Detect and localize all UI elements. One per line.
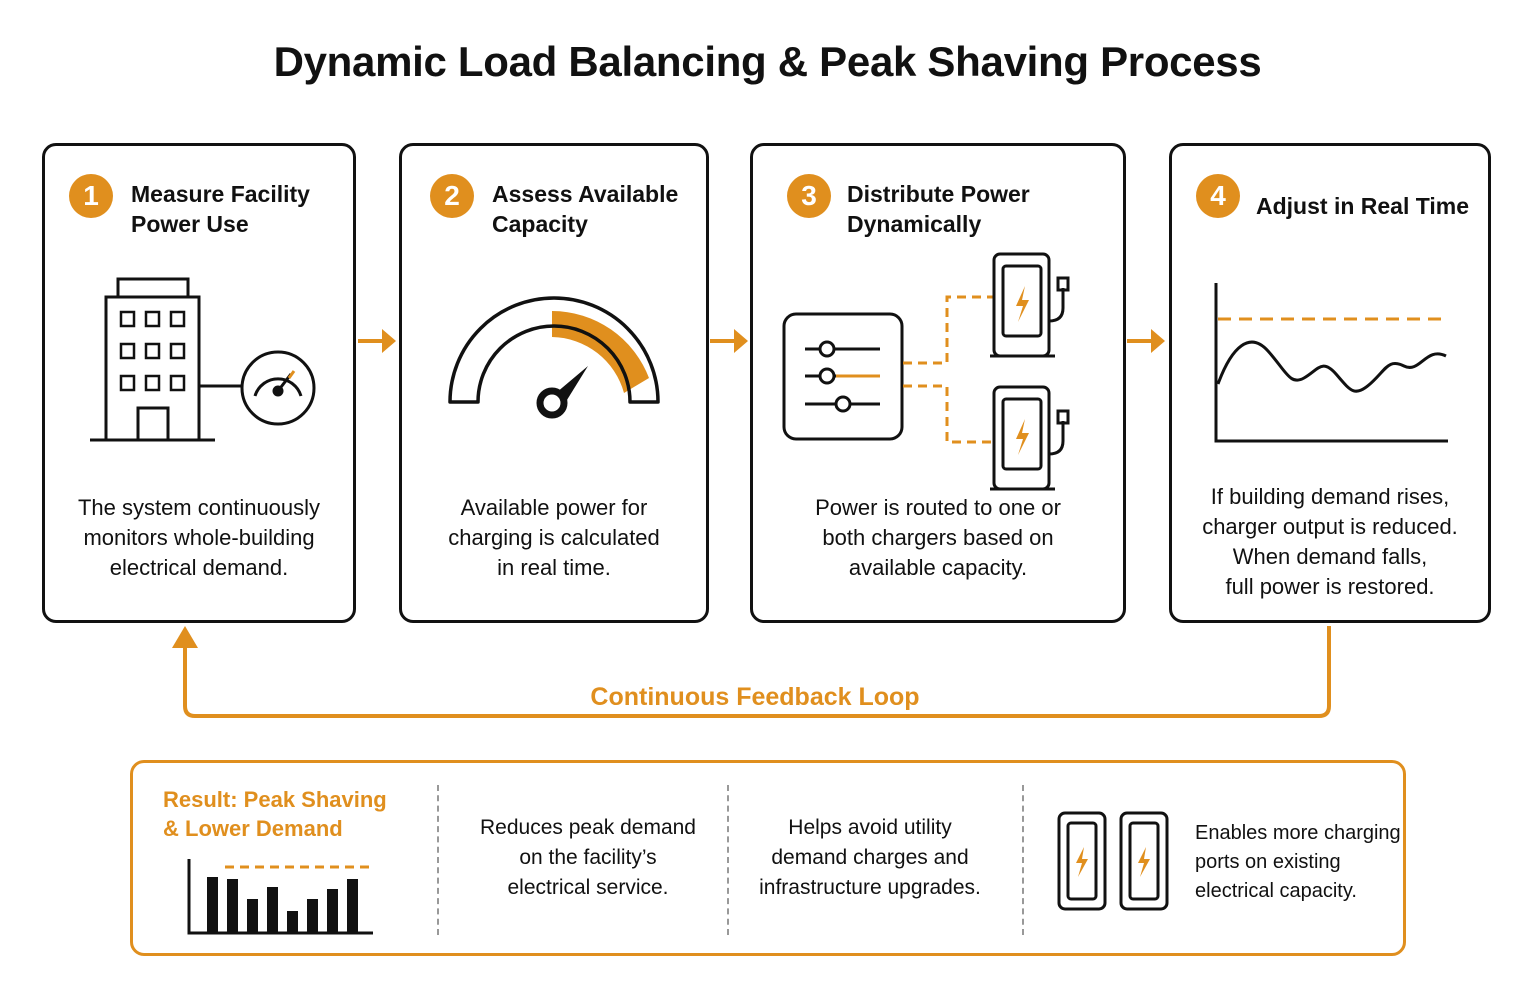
feedback-loop-arrow bbox=[172, 626, 1331, 718]
step-card-1: 1 Measure Facility Power Use The system … bbox=[42, 143, 356, 623]
step-number-badge: 4 bbox=[1196, 174, 1240, 218]
benefit-text: Reduces peak demand on the facility’s el… bbox=[480, 816, 696, 899]
demand-graph-icon bbox=[1214, 283, 1448, 443]
step-description: If building demand rises, charger output… bbox=[1202, 484, 1458, 599]
step-title: Distribute Power Dynamically bbox=[847, 181, 1030, 237]
building-meter-icon bbox=[90, 277, 316, 442]
benefit-text: Enables more charging ports on existing … bbox=[1195, 822, 1401, 902]
step-description: Available power for charging is calculat… bbox=[448, 495, 660, 580]
step-description: The system continuously monitors whole-b… bbox=[77, 495, 321, 580]
step-title: Assess Available Capacity bbox=[492, 181, 679, 237]
page-title: Dynamic Load Balancing & Peak Shaving Pr… bbox=[273, 38, 1262, 85]
benefit-text: Helps avoid utility demand charges and i… bbox=[759, 816, 981, 899]
step-title: Measure Facility Power Use bbox=[131, 181, 310, 237]
arrow-right-icon bbox=[710, 329, 748, 353]
step-number-badge: 3 bbox=[787, 174, 831, 218]
gauge-icon bbox=[448, 296, 660, 419]
divider bbox=[727, 785, 729, 935]
step-number-badge: 1 bbox=[69, 174, 113, 218]
step-number-badge: 2 bbox=[430, 174, 474, 218]
controller-chargers-icon bbox=[782, 252, 1070, 491]
step-card-4: 4 Adjust in Real Time If building demand… bbox=[1169, 143, 1491, 623]
result-title: Result: Peak Shaving & Lower Demand bbox=[163, 787, 387, 841]
arrow-right-icon bbox=[1127, 329, 1165, 353]
arrow-right-icon bbox=[358, 329, 396, 353]
divider bbox=[437, 785, 439, 935]
step-title: Adjust in Real Time bbox=[1256, 193, 1470, 219]
bar-chart-icon bbox=[187, 859, 373, 935]
chargers-icon bbox=[1057, 811, 1169, 911]
step-description: Power is routed to one or both chargers … bbox=[815, 495, 1061, 580]
result-panel: Result: Peak Shaving & Lower Demand Redu… bbox=[130, 760, 1406, 956]
step-card-3: 3 Distribute Power Dynamically bbox=[750, 143, 1126, 623]
feedback-loop-label: Continuous Feedback Loop bbox=[500, 683, 1010, 712]
step-card-2: 2 Assess Available Capacity Available po… bbox=[399, 143, 709, 623]
divider bbox=[1022, 785, 1024, 935]
